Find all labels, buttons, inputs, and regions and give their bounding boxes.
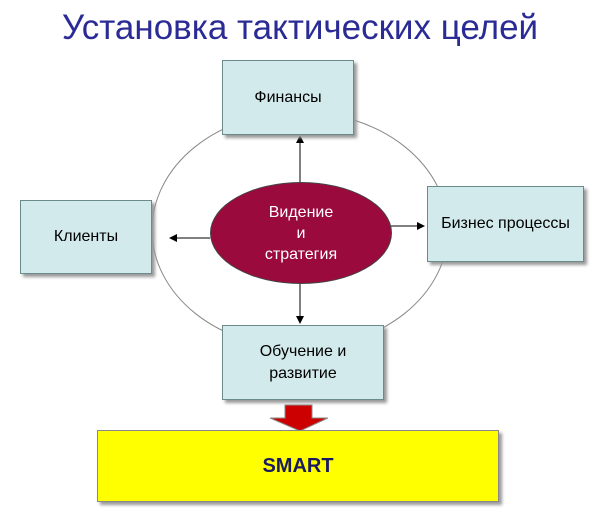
center-line: и xyxy=(296,224,306,242)
box-label: Бизнес процессы xyxy=(441,215,570,232)
box-label: Финансы xyxy=(254,88,322,106)
vision-strategy-ellipse: Видение и стратегия xyxy=(210,182,392,284)
center-line: Видение xyxy=(268,203,334,221)
box-label: Клиенты xyxy=(53,228,119,245)
box-learning: Обучение и развитие xyxy=(222,325,384,400)
smart-box: SMART xyxy=(97,430,499,502)
smart-label: SMART xyxy=(262,454,334,477)
box-business-processes: Бизнес процессы xyxy=(427,186,584,262)
down-arrow-icon xyxy=(269,404,329,432)
center-line: стратегия xyxy=(264,245,338,263)
page-title: Установка тактических целей xyxy=(61,8,539,47)
box-label-line: развитие xyxy=(269,364,337,382)
box-finance: Финансы xyxy=(222,60,354,135)
box-label-line: Обучение и xyxy=(259,342,347,360)
box-clients: Клиенты xyxy=(20,200,152,274)
